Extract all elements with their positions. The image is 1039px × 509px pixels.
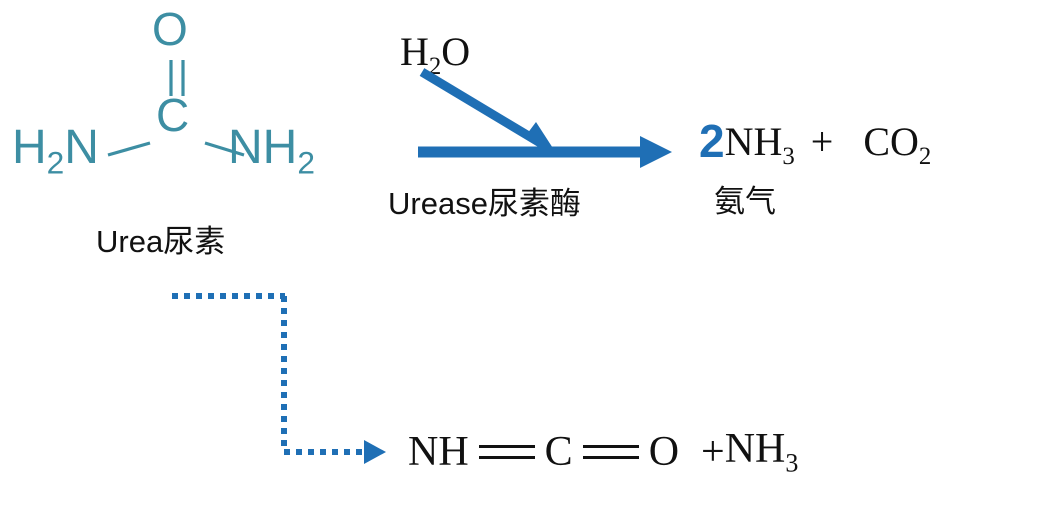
- fragment-nh3: NH3: [725, 428, 799, 476]
- atom-carbon: C: [156, 89, 190, 141]
- nh2-subscript: 2: [297, 144, 315, 181]
- co2-formula: CO: [863, 119, 919, 164]
- water-o: O: [441, 29, 471, 74]
- dotted-connector-path: [172, 293, 386, 464]
- urea-caption: Urea尿素: [96, 224, 226, 259]
- atom-oxygen: O: [152, 3, 188, 55]
- water-arrow-shaft: [419, 68, 545, 148]
- double-bond-symbol-2: [582, 445, 639, 460]
- water-subscript: 2: [428, 53, 442, 80]
- ammonia-coefficient: 2: [699, 115, 725, 167]
- reaction-arrow-head: [640, 136, 672, 168]
- fragment-nh3-main: NH: [724, 426, 786, 472]
- h2n-subscript: 2: [46, 144, 65, 181]
- h2n-n: N: [64, 121, 99, 174]
- double-bond-symbol-1: [478, 445, 535, 460]
- group-h2n: H2N: [12, 124, 99, 179]
- bottom-plus-sign: +: [701, 429, 725, 476]
- water-label: H2O: [400, 32, 470, 80]
- fragment-c: C: [544, 429, 573, 476]
- ammonia-chinese-label: 氨气: [714, 184, 776, 219]
- fragment-nh3-subscript: 3: [785, 448, 799, 478]
- group-nh2: NH2: [228, 124, 315, 179]
- fragment-nh: NH: [408, 429, 469, 476]
- products-plus-sign: +: [810, 119, 834, 164]
- h2n-h: H: [12, 121, 47, 174]
- bond-c-n-right: [204, 141, 245, 157]
- co2-subscript: 2: [918, 143, 932, 170]
- bond-c-n-left: [107, 141, 151, 157]
- water-h: H: [400, 29, 429, 74]
- catalyst-label: Urease尿素酶: [388, 186, 581, 221]
- reaction-arrows-svg: [418, 68, 672, 168]
- urea-bonds-svg: [107, 60, 245, 157]
- products-expression: 2NH3+CO2: [699, 118, 931, 170]
- nh2-nh: NH: [228, 121, 298, 174]
- dotted-path-arrow-head: [364, 440, 386, 464]
- bottom-equation: NH C O + NH3: [408, 428, 798, 476]
- ammonia-subscript: 3: [782, 143, 795, 170]
- ammonia-formula: NH: [724, 119, 783, 164]
- fragment-o: O: [648, 429, 680, 476]
